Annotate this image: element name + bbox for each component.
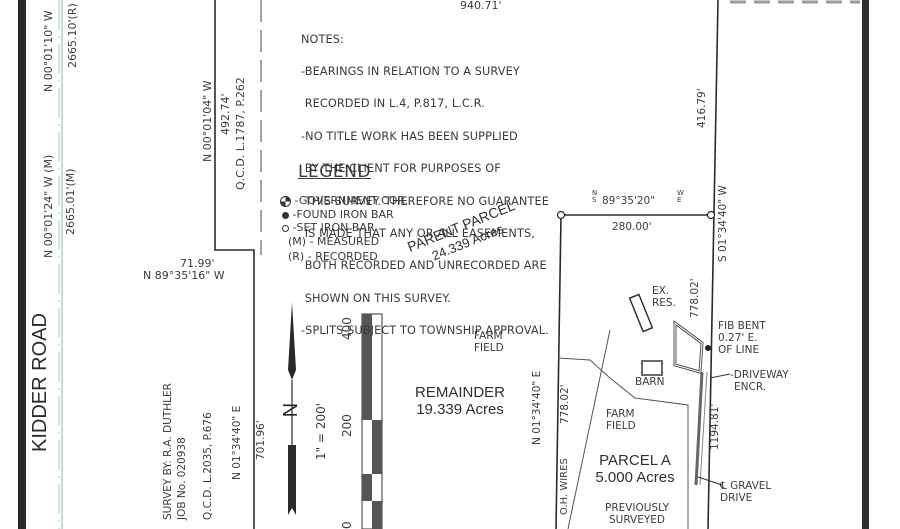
legend-item-government-corner: -GOVERNMENT COR. xyxy=(280,194,408,207)
jog-bearing: N 89°35'16" W xyxy=(143,269,225,282)
parcel-a-north-distance: 280.00' xyxy=(612,221,652,233)
legend-item-recorded: (R) - RECORDED xyxy=(288,250,378,263)
surveyor: SURVEY BY: R.A. DUTHLER xyxy=(162,383,174,520)
driveway-encroachment-label: -DRIVEWAY ENCR. xyxy=(730,369,789,393)
jog-distance: 71.99' xyxy=(180,257,215,270)
notes-line: BY THE CLIENT FOR PURPOSES OF xyxy=(301,162,501,176)
notes-line: SHOWN ON THIS SURVEY. xyxy=(301,291,451,305)
scale-bar xyxy=(361,313,383,529)
notes-block: NOTES: -BEARINGS IN RELATION TO A SURVEY… xyxy=(301,13,549,348)
gravel-drive-label: ℄ GRAVEL DRIVE xyxy=(720,480,772,504)
scale-text: 1" = 200' xyxy=(314,402,328,460)
found-iron-bar-icon xyxy=(705,345,711,351)
notes-line: -SPLITS SUBJECT TO TOWNSHIP APPROVAL. xyxy=(301,324,549,338)
qcd-upper-distance: 492.74' xyxy=(219,93,232,135)
legend-item-measured: (M) - MEASURED xyxy=(288,235,380,248)
north-arrow-icon xyxy=(288,302,296,380)
qcd-lower-reference: Q.C.D. L.2035, P.676 xyxy=(202,412,214,520)
west-distance-measured: 2665.01'(M) xyxy=(64,168,77,235)
west-bearing-recorded: N 00°01'10" W xyxy=(42,10,55,92)
fib-bent-label: FIB BENT 0.27' E. OF LINE xyxy=(718,320,766,356)
top-distance: 940.71' xyxy=(460,0,502,12)
left-border xyxy=(18,0,26,529)
parcel-a-north-bearing: 89°35'20" xyxy=(602,195,656,207)
parcel-a-label: PARCEL A 5.000 Acres xyxy=(595,452,675,486)
ex-res-label: EX. RES. xyxy=(652,285,676,309)
legend-item-set-iron-bar: -SET IRON BAR xyxy=(282,221,375,234)
previously-surveyed-label: PREVIOUSLY SURVEYED xyxy=(604,502,670,526)
east-upper-distance: 416.79' xyxy=(696,88,708,128)
notes-line: -NO TITLE WORK HAS BEEN SUPPLIED xyxy=(301,129,518,143)
set-iron-bar-icon xyxy=(282,224,289,232)
scale-tick-400: 400 xyxy=(340,317,354,340)
east-inner-distance: 778.02' xyxy=(689,278,701,318)
road-name: KIDDER ROAD xyxy=(29,313,51,452)
west-distance-recorded: 2665.10'(R) xyxy=(66,3,79,68)
qcd-upper-bearing: N 00°01'04" W xyxy=(201,80,214,162)
notes-line: -BEARINGS IN RELATION TO A SURVEY xyxy=(301,64,520,78)
legend-item-found-iron-bar: -FOUND IRON BAR xyxy=(282,208,394,221)
notes-line: THIS SURVEY. THEREFORE NO GUARANTEE xyxy=(301,194,549,208)
east-bearing: S 01°34'40" W xyxy=(717,185,729,262)
remainder-label: REMAINDER 19.339 Acres xyxy=(414,384,505,418)
legend-title: LEGEND xyxy=(298,162,371,182)
west-bearing-measured: N 00°01'24" W (M) xyxy=(42,154,55,258)
notes-line: BOTH RECORDED AND UNRECORDED ARE xyxy=(301,259,547,273)
barn-label: BARN xyxy=(635,376,665,388)
right-border xyxy=(862,0,869,529)
scale-tick-0: 0 xyxy=(340,521,354,529)
north-label: N xyxy=(280,402,303,418)
parcel-a-west-distance: 778.02' xyxy=(559,384,571,424)
qcd-upper-reference: Q.C.D. L.1787, P.262 xyxy=(234,77,247,190)
scale-tick-200: 200 xyxy=(340,414,354,437)
oh-wires-label: O.H. WIRES xyxy=(559,458,570,515)
notes-title: NOTES: xyxy=(301,32,344,46)
farm-field-label: FARM FIELD xyxy=(606,408,636,432)
farm-field-label: FARM FIELD xyxy=(474,330,504,354)
found-iron-bar-icon xyxy=(282,211,289,219)
set-iron-bar-icon xyxy=(556,210,566,220)
set-iron-bar-icon xyxy=(706,210,716,220)
notes-line: IS MADE THAT ANY OR ALL EASEMENTS, xyxy=(301,226,535,240)
job-number: JOB No. 020938 xyxy=(176,437,188,520)
parcel-a-west-bearing: N 01°34'40" E xyxy=(531,370,543,445)
east-lower-distance: 1194.81' xyxy=(709,403,721,450)
notes-line: RECORDED IN L.4, P.817, L.C.R. xyxy=(301,97,485,111)
government-corner-icon xyxy=(280,195,291,207)
lower-west-distance: 701.96' xyxy=(255,420,267,460)
lower-west-bearing: N 01°34'40" E xyxy=(231,405,243,480)
